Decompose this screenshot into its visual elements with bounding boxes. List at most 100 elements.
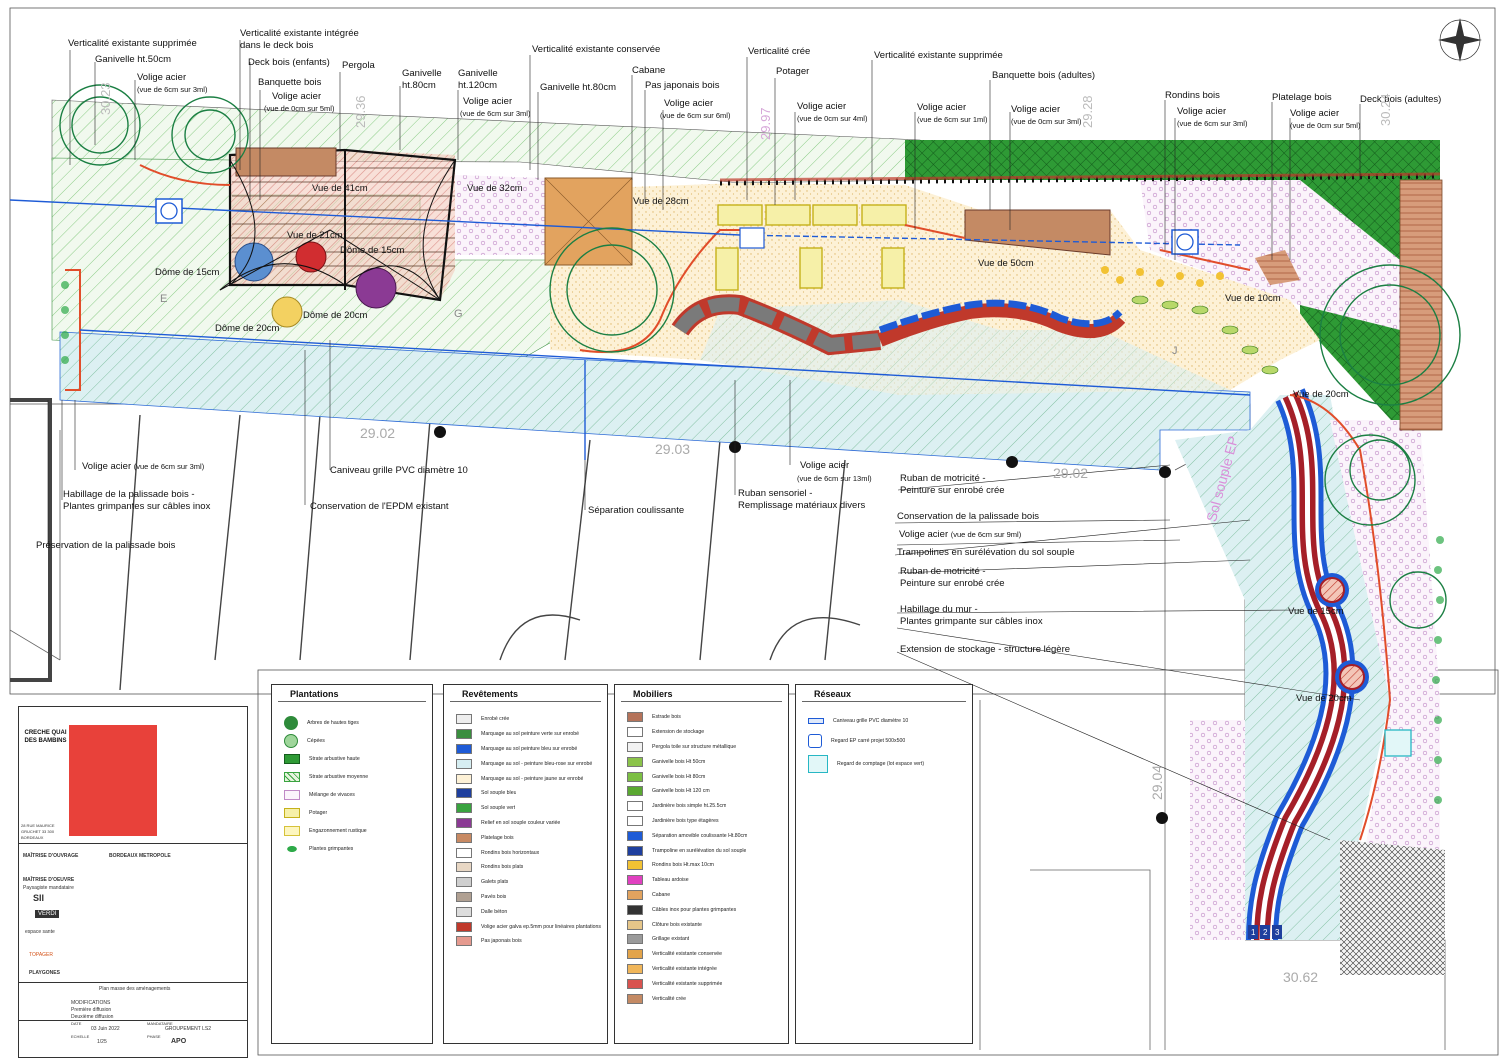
label-verticalite-conservee: Verticalité existante conservée — [532, 44, 661, 55]
project-title: CRECHE QUAI DES BAMBINS — [24, 730, 67, 744]
swatch-icon — [456, 832, 472, 843]
legend-item: Arbres de hautes tiges — [272, 714, 432, 732]
grid-mark-j: J — [1172, 345, 1178, 357]
swatch-icon — [627, 801, 643, 812]
firm-playgones: PLAYGONES — [29, 970, 60, 976]
group-value: GROUPEMENT LS2 — [165, 1026, 212, 1032]
tree-icon — [284, 716, 298, 730]
legend-item: Strate arbustive moyenne — [272, 768, 432, 786]
project-logo — [69, 725, 157, 836]
legend-item: Marquage au sol peinture bleu sur enrobé — [444, 742, 607, 757]
label-pas-japonais: Pas japonais bois — [645, 80, 720, 91]
swatch-icon — [627, 993, 643, 1004]
climber-icon — [284, 844, 300, 854]
legend-item: Sol souple vert — [444, 801, 607, 816]
swatch-icon — [456, 803, 472, 814]
swatch-icon — [456, 758, 472, 769]
project-address: 28 RUE MAURICE GRUCHET 33 300 BORDEAUX — [21, 823, 55, 840]
label-volige-acier-6-sub: (vue de 6cm sur 1ml) — [917, 115, 988, 124]
legend-item: Verticalité crée — [615, 991, 788, 1006]
label-volige-acier-11: Volige acier — [800, 460, 850, 471]
label-ganivelle-50: Ganivelle ht.50cm — [95, 54, 172, 65]
label-potager: Potager — [776, 66, 810, 77]
swatch-icon — [627, 712, 643, 723]
swatch-icon — [627, 786, 643, 797]
legend-item: Rondins bois horizontaux — [444, 845, 607, 860]
level-2902a: 29.02 — [360, 425, 396, 441]
label-trampolines: Trampolines en surélévation du sol soupl… — [897, 547, 1075, 558]
label-volige-acier-1: Volige acier — [137, 72, 187, 83]
legend-plantations-title: Plantations — [278, 685, 426, 702]
label-vue-28: Vue de 28cm — [633, 196, 689, 207]
plan-title: Plan masse des aménagements — [99, 986, 171, 992]
level-2928: 29.28 — [1080, 95, 1095, 128]
lane-3: 3 — [1275, 928, 1280, 937]
label-habillage-palissade-1: Habillage de la palissade bois - — [63, 489, 195, 500]
level-2997: 29.97 — [758, 107, 773, 140]
swatch-icon — [456, 788, 472, 799]
regard-icon — [808, 734, 822, 748]
legend-item: Estrade bois — [615, 710, 788, 725]
label-pergola: Pergola — [342, 60, 375, 71]
scale-value: 1/25 — [97, 1039, 107, 1045]
legend-item: Sol souple bleu — [444, 786, 607, 801]
label-ruban-motricite-1b: Peinture sur enrobé crée — [900, 485, 1005, 496]
label-ganivelle-80-b: Ganivelle ht.80cm — [540, 82, 617, 93]
revision-2: Deuxième diffusion — [71, 1014, 114, 1020]
level-2904: 29.04 — [1149, 764, 1165, 800]
legend-item: Volige acier galva ep.5mm pour linéaires… — [444, 919, 607, 934]
date-label: DATE — [71, 1021, 82, 1026]
label-volige-acier-11-sub: (vue de 6cm sur 13ml) — [797, 474, 872, 483]
swatch-icon — [456, 936, 472, 947]
legend-item: Rondins bois Ht.max 10cm — [615, 858, 788, 873]
label-volige-acier-7: Volige acier — [1011, 104, 1061, 115]
legend-item: Trampoline en surélévation du sol souple — [615, 843, 788, 858]
cepee-icon — [284, 734, 298, 748]
legend-item: Cépées — [272, 732, 432, 750]
label-ruban-sensoriel-2: Remplissage matériaux divers — [738, 500, 866, 511]
legend-revetements-title: Revêtements — [450, 685, 601, 702]
label-vue-21: Vue de 21cm — [287, 230, 343, 241]
level-2902b: 29.02 — [1053, 465, 1089, 481]
legend-item: Platelage bois — [444, 830, 607, 845]
legend-item: Verticalité existante conservée — [615, 947, 788, 962]
legend-item: Pas japonais bois — [444, 934, 607, 949]
phase-label: PHASE — [147, 1034, 161, 1039]
revision-1: Première diffusion — [71, 1007, 112, 1013]
swatch-icon — [627, 934, 643, 945]
swatch-icon — [456, 714, 472, 725]
label-volige-acier-5-sub: (vue de 0cm sur 4ml) — [797, 114, 868, 123]
label-verticalite-supprimee-1: Verticalité existante supprimée — [68, 38, 197, 49]
legend-plantations: Plantations Arbres de hautes tiges Cépée… — [271, 684, 433, 1044]
legend-item: Pavés bois — [444, 890, 607, 905]
swatch-icon — [284, 808, 300, 818]
swatch-icon — [627, 741, 643, 752]
swatch-icon — [456, 877, 472, 888]
label-volige-acier-9: Volige acier — [1290, 108, 1340, 119]
label-conservation-epdm: Conservation de l'EPDM existant — [310, 501, 449, 512]
swatch-icon — [284, 790, 300, 800]
label-ganivelle-80-a2: ht.80cm — [402, 80, 436, 91]
swatch-icon — [627, 889, 643, 900]
legend-item: Ganivelle bois Ht 120 cm — [615, 784, 788, 799]
legend-item: Marquage au sol - peinture bleu-rose sur… — [444, 756, 607, 771]
scale-label: ECHELLE — [71, 1034, 90, 1039]
swatch-icon — [284, 772, 300, 782]
swatch-icon — [627, 978, 643, 989]
revision-0: MODIFICATIONS — [71, 1000, 111, 1006]
lane-2: 2 — [1263, 928, 1268, 937]
legend-item: Dalle béton — [444, 904, 607, 919]
level-3062: 30.62 — [1283, 969, 1319, 985]
label-ruban-sensoriel-1: Ruban sensoriel - — [738, 488, 813, 499]
label-habillage-mur-2: Plantes grimpante sur câbles inox — [900, 616, 1043, 627]
legend-item: Ganivelle bois Ht 50cm — [615, 754, 788, 769]
label-habillage-mur-1: Habillage du mur - — [900, 604, 978, 615]
swatch-icon — [627, 830, 643, 841]
grid-mark-g: G — [454, 308, 463, 320]
swatch-icon — [627, 904, 643, 915]
label-habillage-palissade-2: Plantes grimpantes sur câbles inox — [63, 501, 211, 512]
title-block: CRECHE QUAI DES BAMBINS 28 RUE MAURICE G… — [18, 706, 248, 1058]
label-volige-acier-4: Volige acier — [664, 98, 714, 109]
label-vue-15: Vue de 15cm — [1288, 606, 1344, 617]
